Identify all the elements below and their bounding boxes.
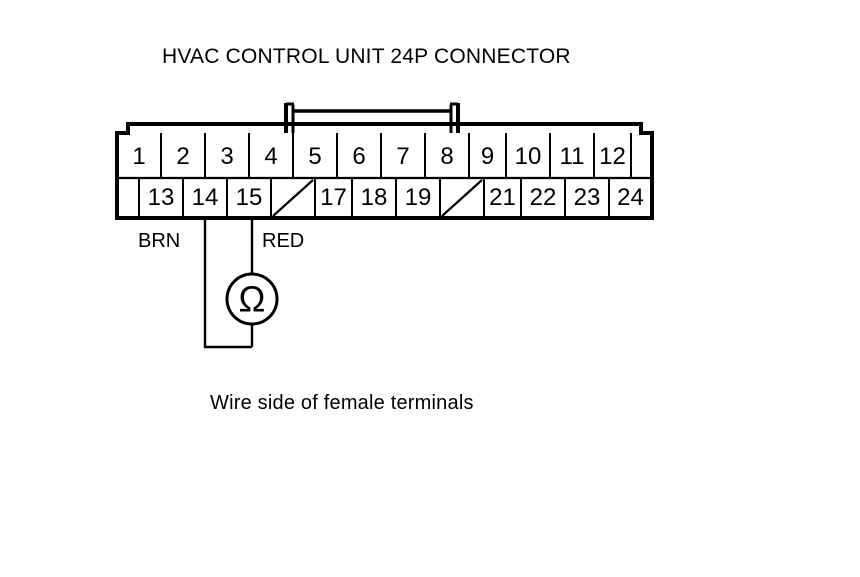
ohmmeter-circle <box>225 272 279 326</box>
connector-body-outline <box>115 122 654 220</box>
pin-cell-15: 15 <box>235 184 263 211</box>
pin-cell-3: 3 <box>220 143 234 170</box>
pin-cell-11: 11 <box>559 143 585 170</box>
diagram-caption: Wire side of female terminals <box>210 392 474 414</box>
pin-cell-21: 21 <box>489 184 516 211</box>
page-title: HVAC CONTROL UNIT 24P CONNECTOR <box>162 45 571 68</box>
pin-cell-10: 10 <box>514 143 542 170</box>
blocked-cavity-slashes <box>272 179 483 217</box>
pin-cell-14: 14 <box>191 184 219 211</box>
omega-icon: Ω <box>239 279 266 320</box>
pin-cell-2: 2 <box>176 143 190 170</box>
blocked-cavity-20-slash <box>441 179 483 217</box>
pin-cell-22: 22 <box>529 184 557 211</box>
top-row-dividers <box>160 133 632 178</box>
pin-cell-6: 6 <box>352 143 366 170</box>
wire-brn-path <box>203 218 252 349</box>
pin-cell-1: 1 <box>132 143 146 170</box>
pin-cell-13: 13 <box>147 184 175 211</box>
pin-cell-23: 23 <box>573 184 601 211</box>
pin-cell-4: 4 <box>264 143 278 170</box>
pin-cell-19: 19 <box>404 184 432 211</box>
ohmmeter-symbol: Ω <box>225 272 279 326</box>
pin-cell-7: 7 <box>396 143 410 170</box>
pin-cell-12: 12 <box>599 143 626 170</box>
bottom-row-dividers <box>138 178 610 218</box>
pin-cell-5: 5 <box>308 143 322 170</box>
pin-cell-9: 9 <box>480 143 495 170</box>
wire-label-red: RED <box>262 230 305 252</box>
pin-cell-17: 17 <box>320 184 347 211</box>
pin-cell-18: 18 <box>360 184 388 211</box>
pin-cell-24: 24 <box>617 184 644 211</box>
blocked-cavity-16-slash <box>272 179 314 217</box>
connector-locking-tab <box>284 102 460 133</box>
wire-label-brn: BRN <box>138 230 181 252</box>
pin-cell-8: 8 <box>440 143 454 170</box>
